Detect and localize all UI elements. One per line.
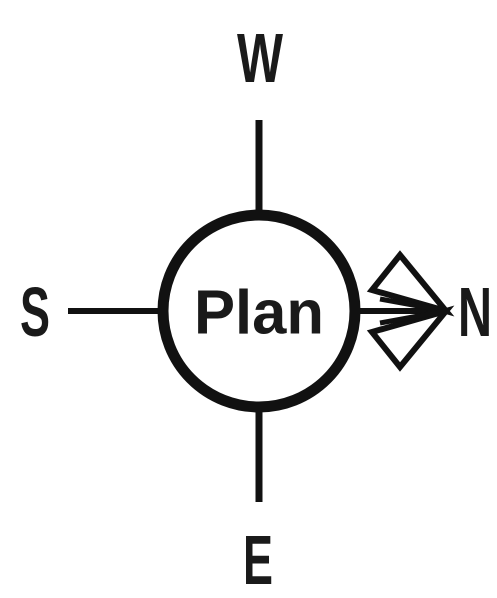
north-arrow-icon <box>366 250 455 372</box>
direction-label-top: W <box>237 19 283 97</box>
direction-label-bottom: E <box>243 521 273 598</box>
center-circle <box>157 209 361 413</box>
direction-label-right: N <box>458 273 492 351</box>
center-label: Plan <box>194 279 324 348</box>
direction-label-left: S <box>20 273 50 351</box>
